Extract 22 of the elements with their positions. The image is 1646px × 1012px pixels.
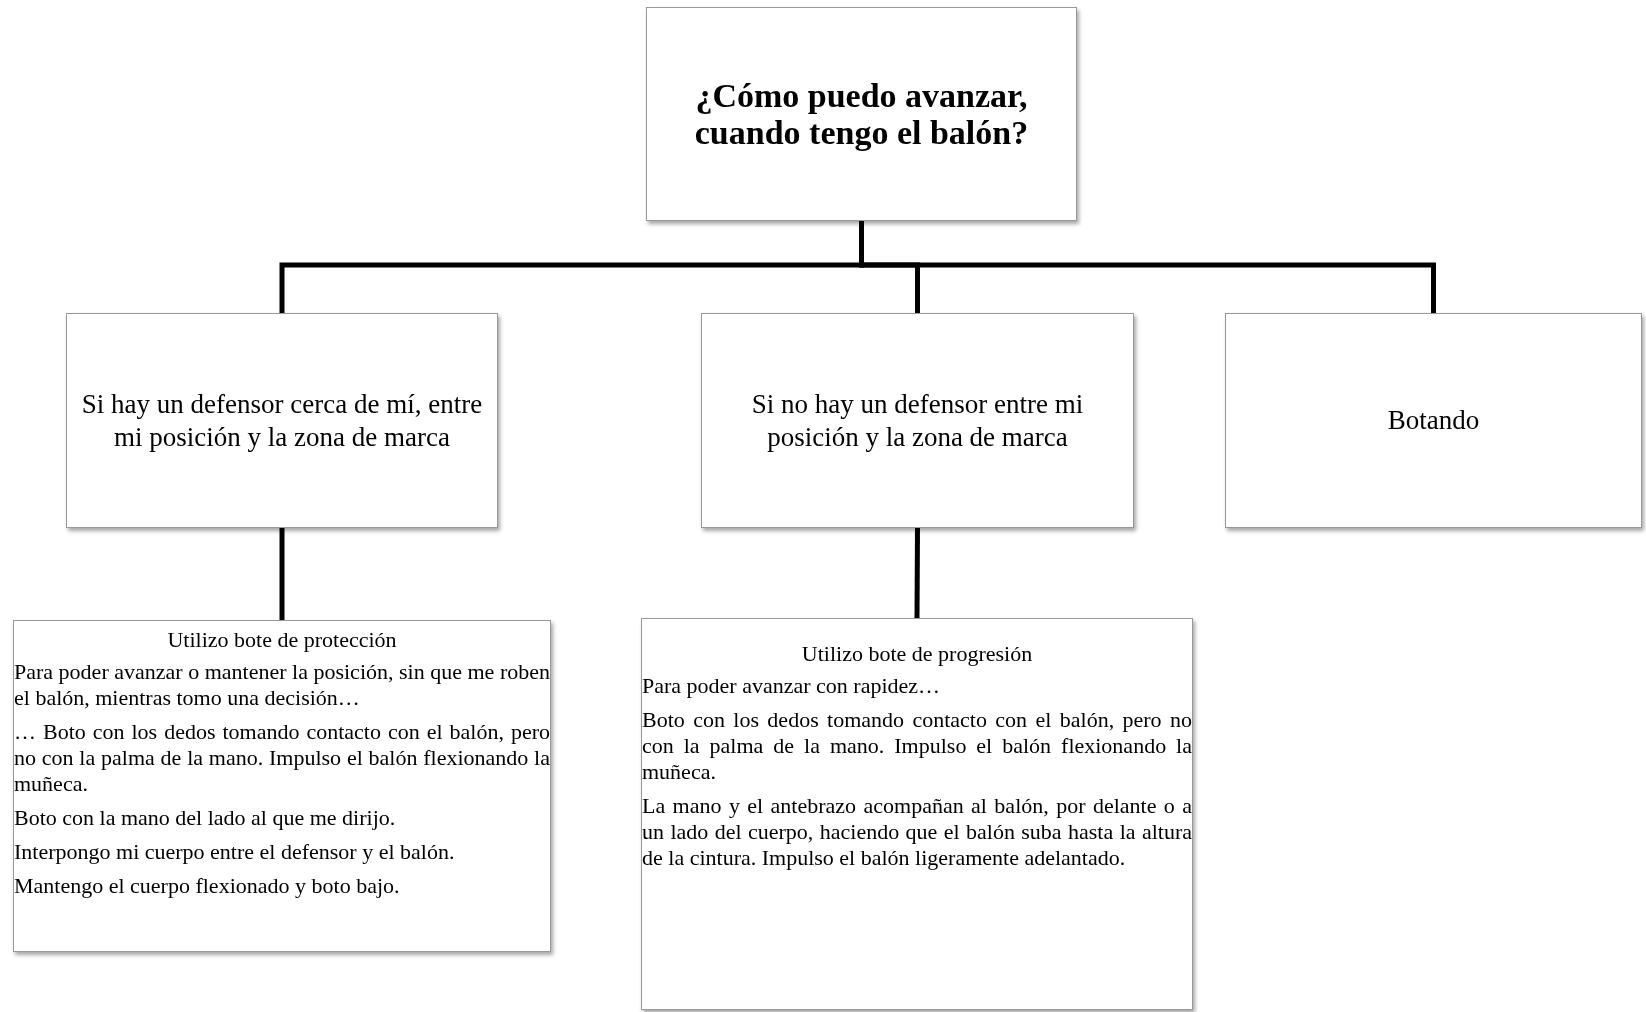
connector-line [914, 528, 920, 618]
node-label: Botando [1386, 404, 1481, 437]
text-card [13, 620, 551, 952]
node-label: Si hay un defensor cerca de mí, entre mi posición y la zona de marca [80, 388, 484, 453]
node-label: Si no hay un defensor entre mi posición y la zona de marca [750, 388, 1085, 453]
card-heading: Utilizo bote de protección [166, 627, 398, 653]
question-box [646, 7, 1077, 221]
paragraph: Boto con la mano del lado al que me dirijo. [14, 804, 397, 831]
paragraph: La mano y el antebrazo acompañan al balón, por delante o a un lado del cuerpo, haciendo que el balón suba hasta la altura de la cintura. Impulso el balón ligeramente adelantado. [642, 792, 1192, 871]
paragraph: Mantengo el cuerpo flexionado y boto bajo. [14, 872, 401, 899]
node-label: ¿Cómo puedo avanzar, cuando tengo el balón? [693, 76, 1030, 152]
concept-box [1225, 313, 1642, 528]
concept-box [66, 313, 498, 528]
paragraph: Para poder avanzar o mantener la posición, sin que me roben el balón, mientras tomo una decisión… [14, 659, 550, 711]
paragraph: Boto con los dedos tomando contacto con el balón, pero no con la palma de la mano. Impulso el balón flexionando la muñeca. [642, 706, 1192, 785]
paragraph: Interpongo mi cuerpo entre el defensor y el balón. [14, 838, 456, 865]
concept-box [701, 313, 1134, 528]
text-card [641, 618, 1193, 1010]
paragraph: Para poder avanzar con rapidez… [642, 673, 942, 699]
card-heading: Utilizo bote de progresión [800, 641, 1034, 667]
connector-line [279, 528, 285, 620]
paragraph: … Boto con los dedos tomando contacto con el balón, pero no con la palma de la mano. Impulso el balón flexionando la muñeca. [14, 718, 550, 797]
